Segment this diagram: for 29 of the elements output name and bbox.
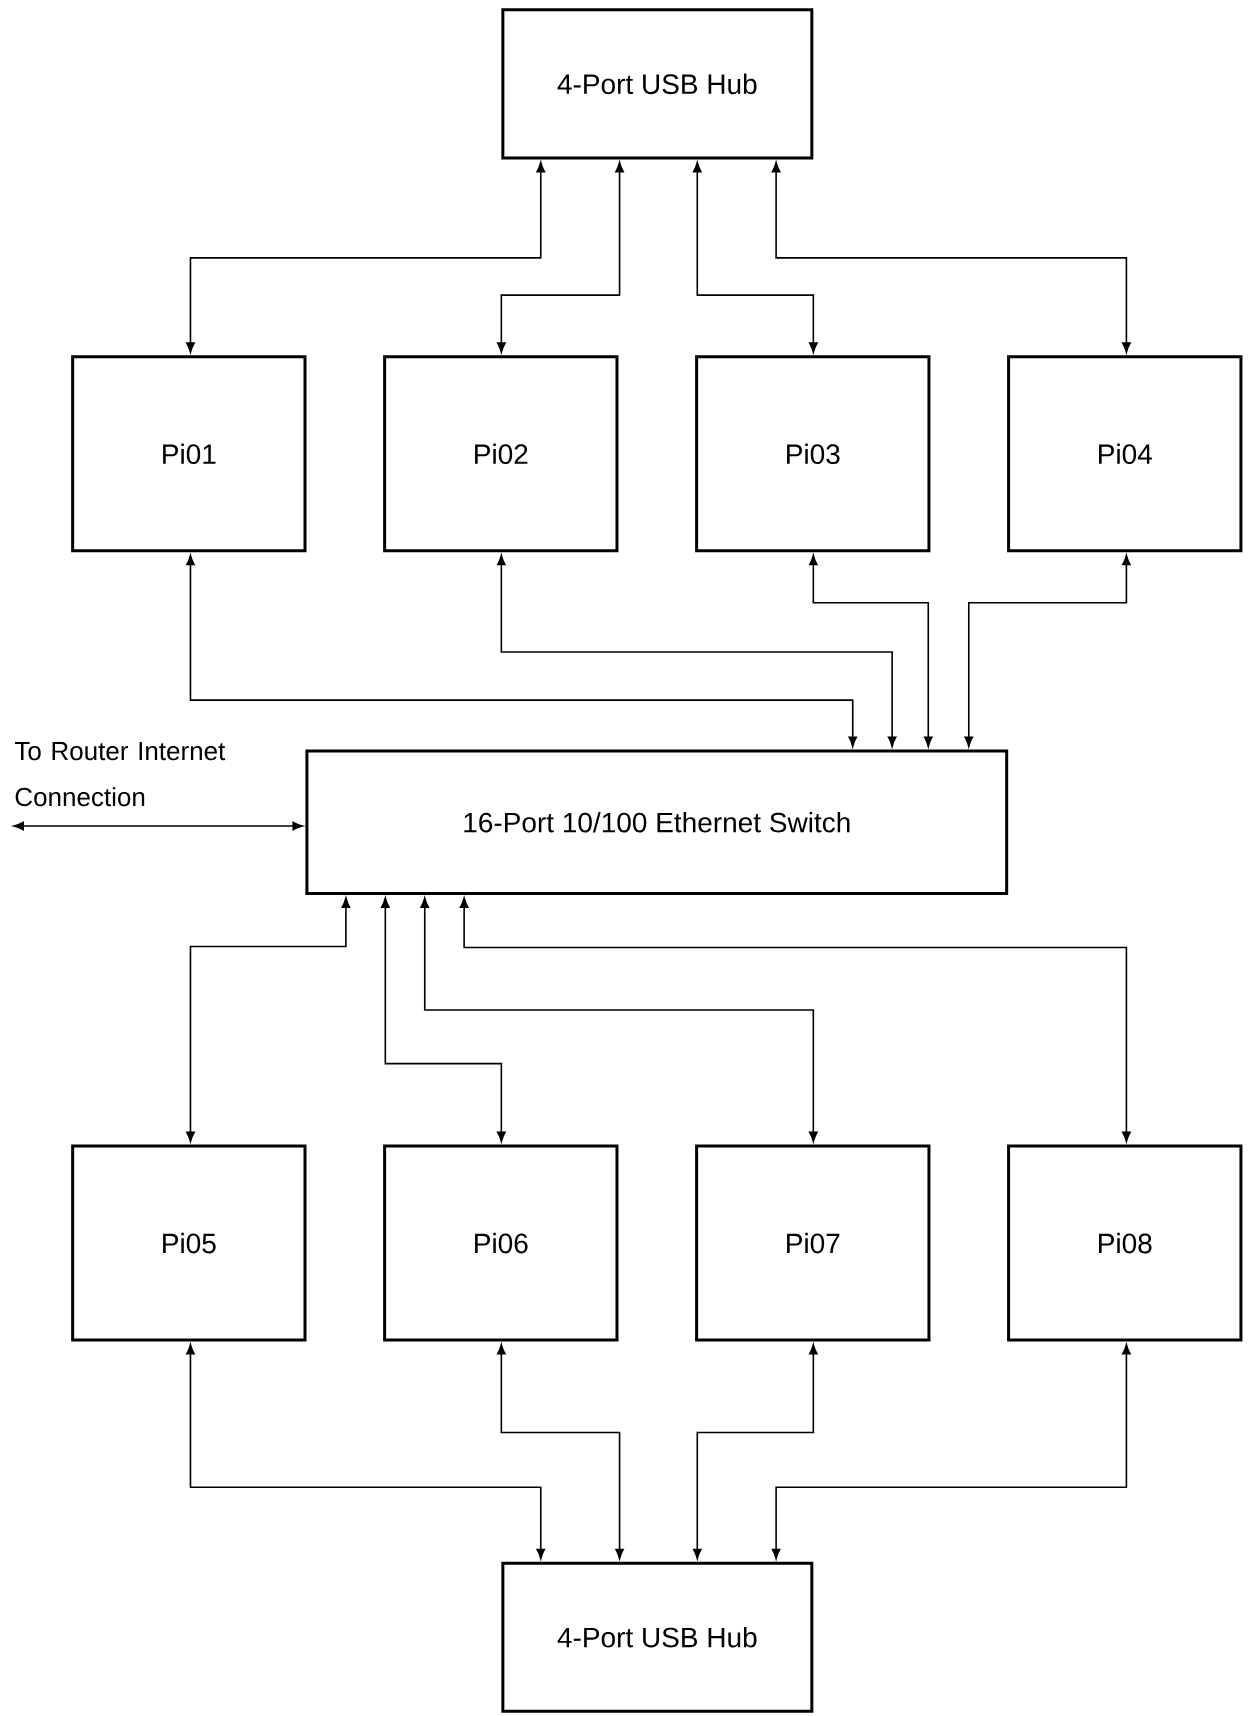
device-box: 16-Port 10/100 Ethernet Switch [305,749,1009,895]
arrow [380,897,506,1143]
device-box: 4-Port USB Hub [501,8,814,160]
arrow [771,161,1131,353]
device-box: 4-Port USB Hub [501,1561,814,1713]
device-box: Pi02 [383,355,619,553]
device-box: Pi08 [1007,1144,1243,1342]
arrow [420,897,818,1143]
device-box: Pi03 [695,355,931,553]
arrow [692,161,818,353]
arrow [186,554,858,747]
device-box: Pi06 [383,1144,619,1342]
arrow [964,554,1131,747]
arrow [496,161,624,353]
arrow [496,1344,624,1560]
edge-label: To Router Internet Connection [14,742,226,807]
arrow [186,161,546,353]
device-box: Pi07 [695,1144,931,1342]
arrow [186,1344,546,1560]
device-box: Pi05 [71,1144,307,1342]
arrow [459,897,1131,1143]
arrow [808,554,933,747]
arrow [13,821,303,831]
arrow [496,554,897,747]
arrow [186,897,351,1143]
arrow [692,1344,818,1560]
device-box: Pi01 [71,355,307,553]
arrow [771,1344,1131,1560]
device-box: Pi04 [1007,355,1243,553]
